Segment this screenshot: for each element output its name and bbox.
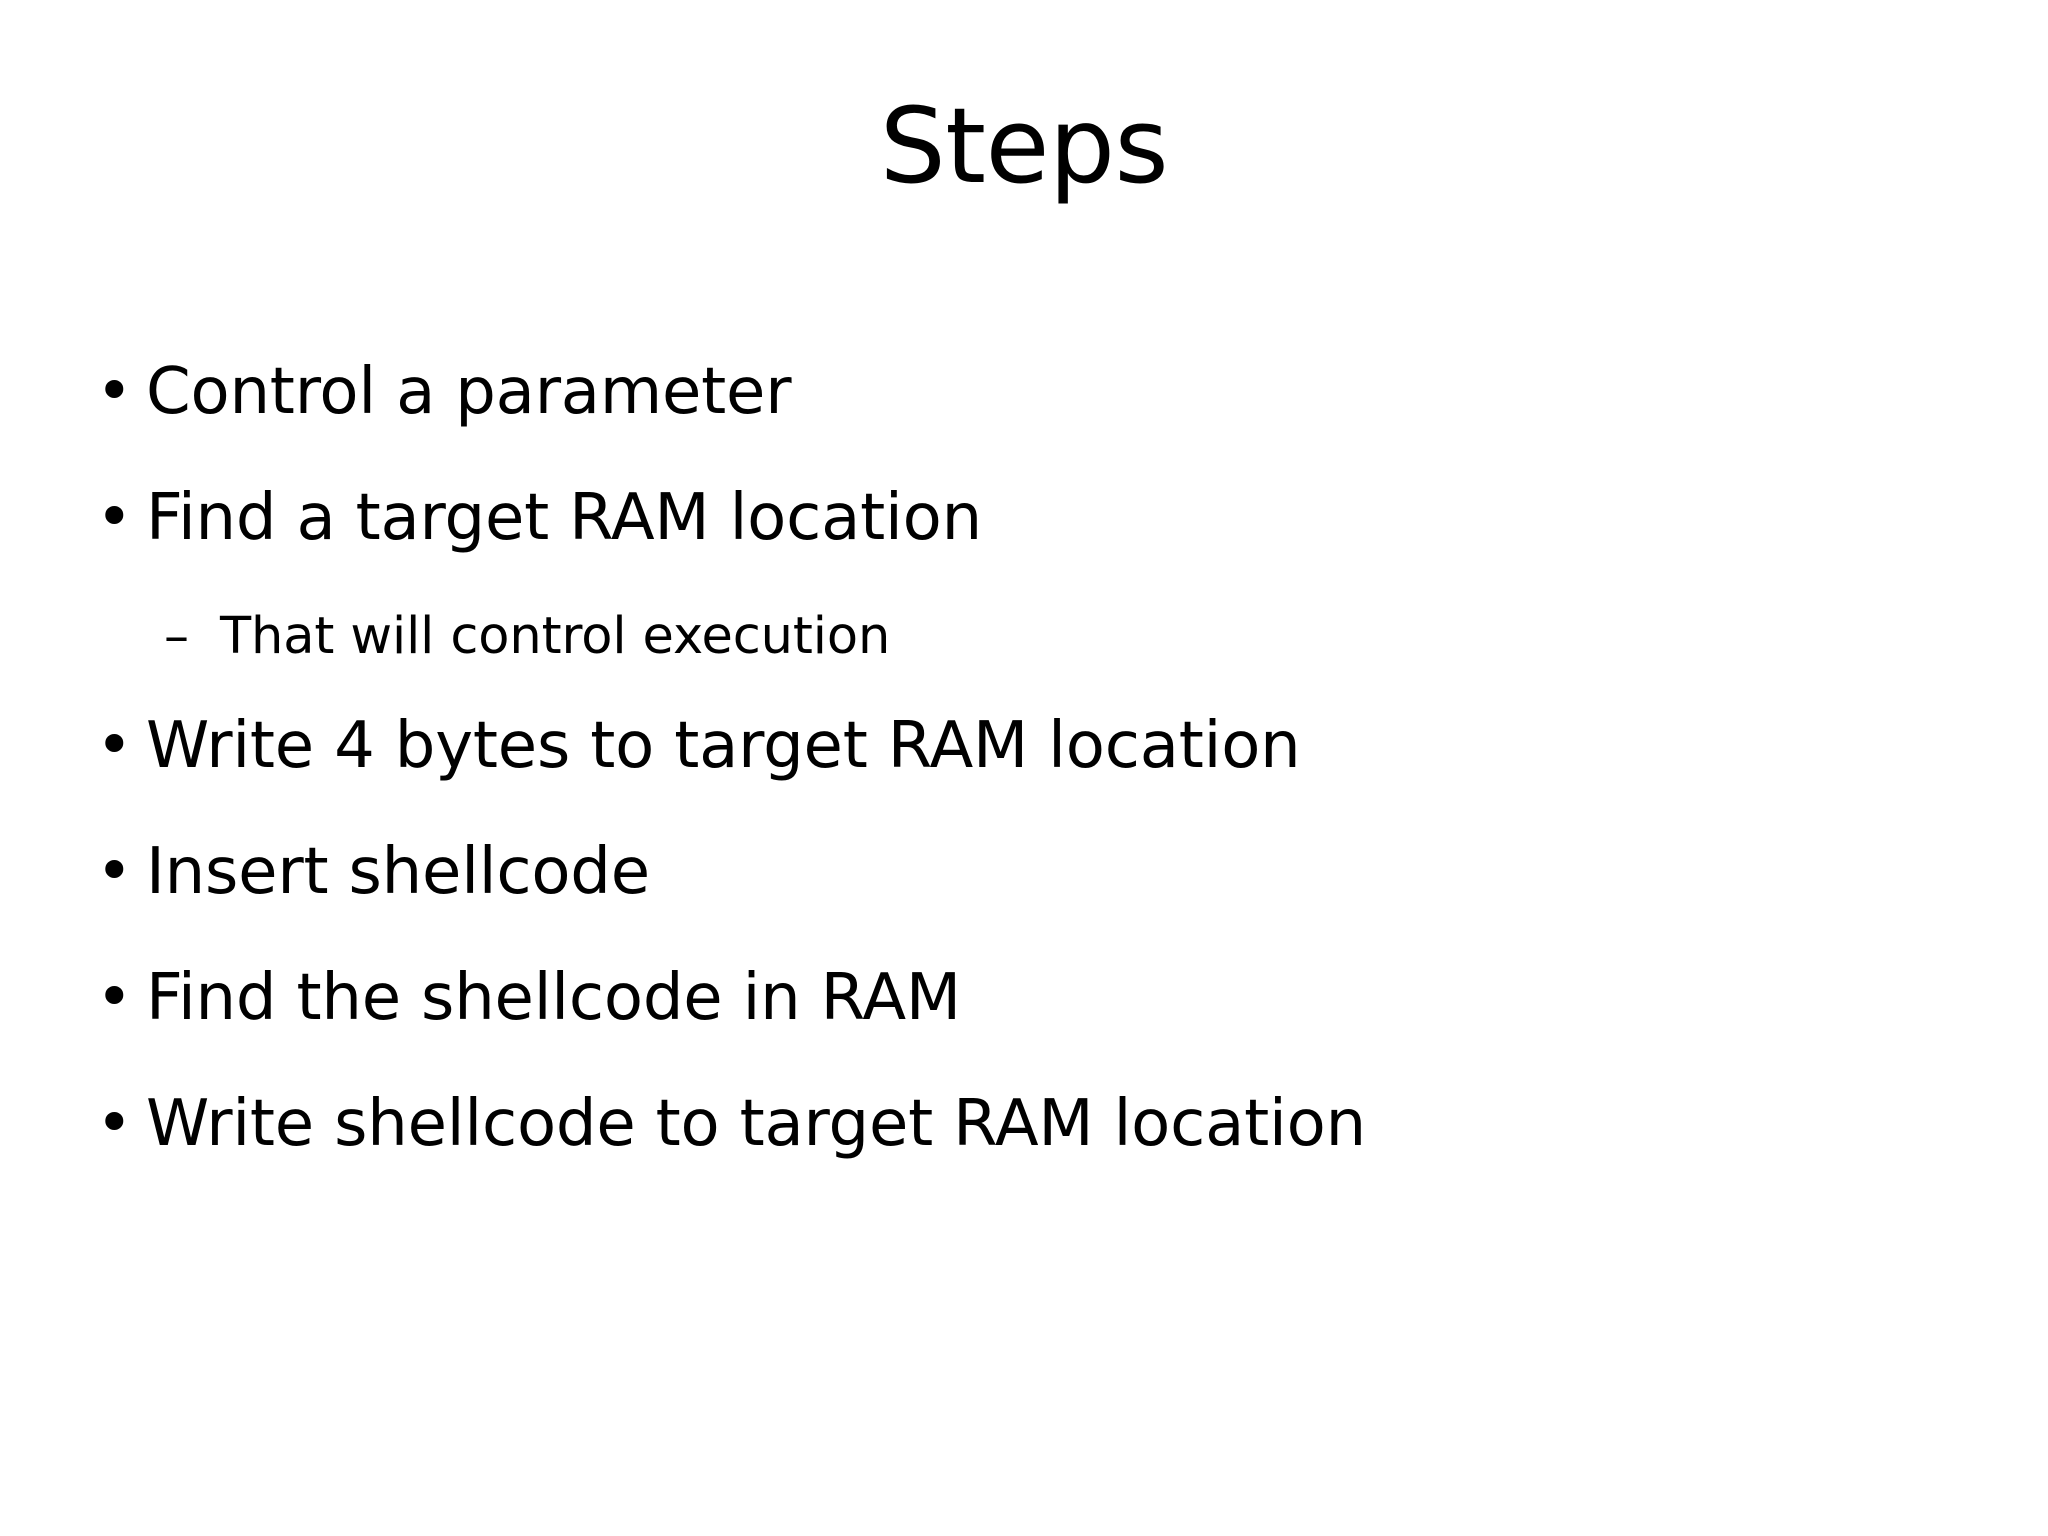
- sub-list-item: – That will control execution: [88, 604, 2044, 704]
- bullet-point-icon: •: [96, 480, 133, 553]
- list-item: • Find the shellcode in RAM: [88, 958, 1968, 1078]
- bullet-point-icon: •: [96, 708, 133, 781]
- list-item-label: Find the shellcode in RAM: [146, 961, 961, 1035]
- list-item-label: Find a target RAM location: [146, 481, 982, 555]
- list-item: • Write 4 bytes to target RAM location: [88, 706, 1968, 826]
- bullet-point-icon: •: [96, 354, 133, 427]
- list-item: • Insert shellcode: [88, 832, 1968, 952]
- dash-bullet-icon: –: [164, 607, 189, 665]
- page-title: Steps: [879, 85, 1169, 207]
- list-item: • Control a parameter: [88, 352, 1968, 472]
- bullet-list: • Control a parameter • Find a target RA…: [88, 352, 1968, 1210]
- bullet-point-icon: •: [96, 834, 133, 907]
- sub-list-item-label: That will control execution: [220, 607, 891, 666]
- list-item: • Find a target RAM location: [88, 478, 1968, 598]
- list-item-label: Control a parameter: [146, 355, 792, 429]
- list-item: • Write shellcode to target RAM location: [88, 1084, 1968, 1204]
- bullet-point-icon: •: [96, 960, 133, 1033]
- list-item-label: Insert shellcode: [146, 835, 650, 909]
- list-item-label: Write 4 bytes to target RAM location: [146, 709, 1301, 783]
- list-item-label: Write shellcode to target RAM location: [146, 1087, 1366, 1161]
- bullet-point-icon: •: [96, 1086, 133, 1159]
